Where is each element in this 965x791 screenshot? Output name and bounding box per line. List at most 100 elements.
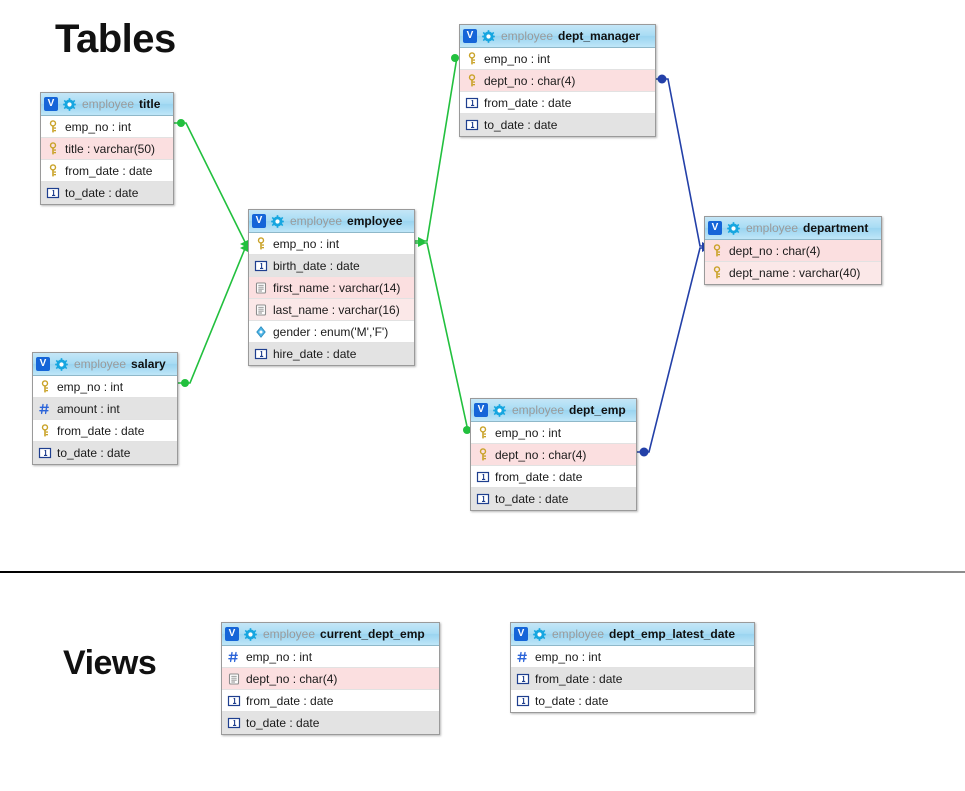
column-label: birth_date : date [273,258,360,273]
column-row[interactable]: gender : enum('M','F') [249,321,414,343]
column-list-dept_manager: emp_no : int dept_no : char(4) from_date :… [460,48,655,136]
date-icon [254,348,268,360]
column-row[interactable]: emp_no : int [460,48,655,70]
column-label: emp_no : int [484,51,551,66]
column-row[interactable]: from_date : date [511,668,754,690]
key-icon [713,243,721,256]
view-badge-icon: V [252,214,266,228]
key-icon [49,163,57,176]
text-icon [255,303,267,316]
column-row[interactable]: to_date : date [460,114,655,136]
column-label: dept_no : char(4) [484,73,576,88]
column-row[interactable]: emp_no : int [511,646,754,668]
relation-employee-dept_emp [415,239,471,434]
schema-name: employee [512,403,565,417]
column-row[interactable]: emp_no : int [471,422,636,444]
column-row[interactable]: dept_no : char(4) [460,70,655,92]
column-row[interactable]: amount : int [33,398,177,420]
column-label: dept_no : char(4) [495,447,587,462]
column-row[interactable]: from_date : date [471,466,636,488]
column-row[interactable]: hire_date : date [249,343,414,365]
column-row[interactable]: birth_date : date [249,255,414,277]
column-row[interactable]: to_date : date [33,442,177,464]
column-label: to_date : date [57,446,131,460]
column-label: from_date : date [495,469,583,484]
gear-icon [493,403,506,417]
column-row[interactable]: title : varchar(50) [41,138,173,160]
number-icon [228,651,238,662]
column-row[interactable]: to_date : date [471,488,636,510]
column-label: last_name : varchar(16) [273,302,400,317]
column-row[interactable]: from_date : date [460,92,655,114]
entity-name: current_dept_emp [320,627,425,641]
column-row[interactable]: last_name : varchar(16) [249,299,414,321]
column-row[interactable]: emp_no : int [249,233,414,255]
date-icon [516,695,530,707]
column-label: from_date : date [484,95,572,110]
key-icon [41,423,49,436]
column-label: emp_no : int [535,649,602,664]
column-row[interactable]: to_date : date [222,712,439,734]
gear-icon [63,97,76,111]
section-title-views: Views [63,644,157,682]
column-label: title : varchar(50) [65,141,156,156]
gear-icon [55,357,68,371]
column-label: to_date : date [246,716,320,730]
column-label: emp_no : int [57,379,124,394]
gear-icon [727,221,740,235]
column-row[interactable]: emp_no : int [222,646,439,668]
section-title-tables: Tables [55,17,176,61]
gear-icon [533,627,546,641]
key-icon [49,141,57,154]
relation-title-employee [174,119,248,248]
column-row[interactable]: to_date : date [41,182,173,204]
column-label: from_date : date [65,163,153,178]
date-icon [227,695,241,706]
column-list-department: dept_no : char(4) dept_name : varchar(40) [705,240,881,284]
key-icon [49,119,57,132]
view-badge-icon: V [463,29,477,43]
column-row[interactable]: emp_no : int [41,116,173,138]
column-row[interactable]: emp_no : int [33,376,177,398]
gear-icon [271,214,284,228]
column-row[interactable]: from_date : date [41,160,173,182]
column-label: hire_date : date [273,347,357,361]
column-row[interactable]: from_date : date [222,690,439,712]
column-row[interactable]: dept_no : char(4) [471,444,636,466]
number-icon [517,651,527,662]
view-badge-icon: V [514,627,528,641]
date-icon [38,447,52,459]
view-badge-icon: V [44,97,58,111]
key-icon [468,73,476,86]
column-row[interactable]: dept_no : char(4) [222,668,439,690]
column-row[interactable]: dept_no : char(4) [705,240,881,262]
entity-name: dept_manager [558,29,641,43]
number-icon [39,403,49,414]
column-row[interactable]: dept_name : varchar(40) [705,262,881,284]
column-label: to_date : date [495,492,569,506]
column-row[interactable]: to_date : date [511,690,754,712]
column-label: dept_no : char(4) [729,243,821,258]
entity-name: salary [131,357,166,371]
column-row[interactable]: from_date : date [33,420,177,442]
column-row[interactable]: first_name : varchar(14) [249,277,414,299]
